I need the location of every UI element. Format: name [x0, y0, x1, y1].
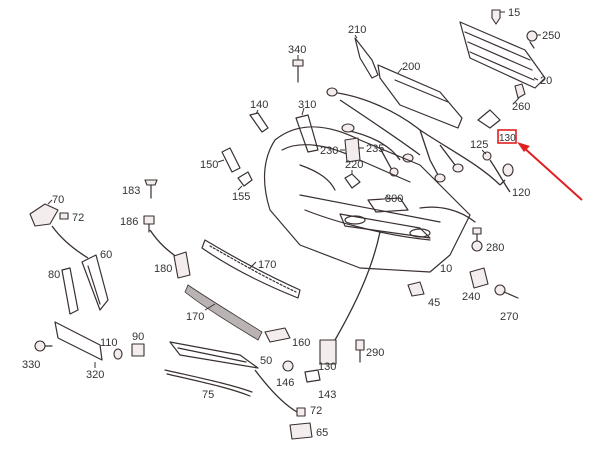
label-143: 143: [318, 389, 336, 401]
screw-part-183: [144, 179, 158, 199]
part-230-235: [340, 137, 364, 163]
part-300: [367, 195, 409, 213]
label-180: 180: [154, 263, 172, 275]
label-72-bottom: 72: [310, 405, 322, 417]
label-280: 280: [486, 242, 504, 254]
label-50: 50: [260, 355, 272, 367]
label-155: 155: [232, 191, 250, 203]
part-160: [264, 327, 291, 343]
leader-70-60: [51, 225, 89, 259]
label-125: 125: [470, 139, 488, 151]
lamp-part-70: [29, 199, 69, 227]
bolt-part-270: [494, 284, 519, 299]
label-110: 110: [100, 337, 118, 349]
part-labels: 15 250 210 340 200 20 260 140 310 130 12…: [22, 7, 560, 439]
label-65: 65: [316, 427, 328, 439]
bolt-part-340: [292, 55, 304, 83]
label-250: 250: [542, 30, 560, 42]
label-320: 320: [86, 369, 104, 381]
wire-part-120: [489, 159, 514, 193]
label-235: 235: [366, 143, 384, 155]
label-75: 75: [202, 389, 214, 401]
label-20: 20: [540, 75, 552, 87]
part-125: [481, 149, 492, 161]
label-220: 220: [345, 159, 363, 171]
label-45: 45: [428, 297, 440, 309]
label-340: 340: [288, 44, 306, 56]
label-230: 230: [320, 145, 338, 157]
label-270: 270: [500, 311, 518, 323]
label-120: 120: [512, 187, 530, 199]
bumper-shell-part-10: [263, 126, 476, 273]
label-130-highlighted: 130: [499, 133, 516, 144]
highlight-callout: [497, 129, 583, 201]
label-130-bottom: 130: [318, 361, 336, 373]
clip-part-15: [491, 9, 505, 25]
label-60: 60: [100, 249, 112, 261]
label-90: 90: [132, 331, 144, 343]
part-260: [512, 83, 526, 105]
part-110: [113, 348, 123, 360]
strip-part-60: [81, 254, 109, 311]
label-183: 183: [122, 185, 140, 197]
trim-part-140: [249, 109, 269, 133]
label-290: 290: [366, 347, 384, 359]
label-72: 72: [72, 212, 84, 224]
label-170-bottom: 170: [186, 311, 204, 323]
label-240: 240: [462, 291, 480, 303]
clip-part-186: [143, 215, 155, 233]
label-160: 160: [292, 337, 310, 349]
label-330: 330: [22, 359, 40, 371]
label-140: 140: [250, 99, 268, 111]
grille-part-20: [459, 21, 546, 89]
clip-part-155: [237, 171, 253, 191]
strip-part-80: [61, 267, 79, 315]
cable-part-180: [149, 229, 191, 279]
label-186: 186: [120, 216, 138, 228]
part-130-bottom: [319, 339, 337, 365]
label-80: 80: [48, 269, 60, 281]
part-90: [131, 343, 145, 357]
label-200: 200: [402, 61, 420, 73]
label-170-top: 170: [258, 259, 276, 271]
part-45: [407, 281, 425, 297]
bolt-part-280: [471, 227, 483, 252]
label-300: 300: [385, 193, 403, 205]
plate-part-320: [54, 321, 103, 368]
bracket-part-150: [217, 147, 241, 173]
bracket-part-310: [295, 107, 319, 153]
label-10: 10: [440, 263, 452, 275]
label-70: 70: [52, 194, 64, 206]
nut-part-250: [526, 30, 541, 49]
label-260: 260: [512, 101, 530, 113]
grille-part-170-bottom: [184, 284, 263, 341]
clip-part-290: [355, 339, 365, 363]
trim-part-75: [164, 369, 253, 397]
label-15: 15: [508, 7, 520, 19]
bracket-part-200: [377, 64, 463, 129]
part-143: [304, 369, 321, 383]
part-146: [282, 360, 294, 372]
label-146: 146: [276, 377, 294, 389]
bracket-part-210: [354, 34, 379, 79]
label-210: 210: [348, 24, 366, 36]
grille-part-170-top: [201, 239, 301, 299]
screw-part-330: [34, 340, 53, 352]
cable-to-part-130: [334, 231, 381, 341]
strip-part-50: [169, 341, 259, 369]
part-240: [469, 267, 489, 289]
label-310: 310: [298, 99, 316, 111]
bracket-part-130-top: [477, 109, 501, 129]
part-65: [254, 369, 313, 440]
label-150: 150: [200, 159, 218, 171]
part-220: [344, 170, 361, 189]
